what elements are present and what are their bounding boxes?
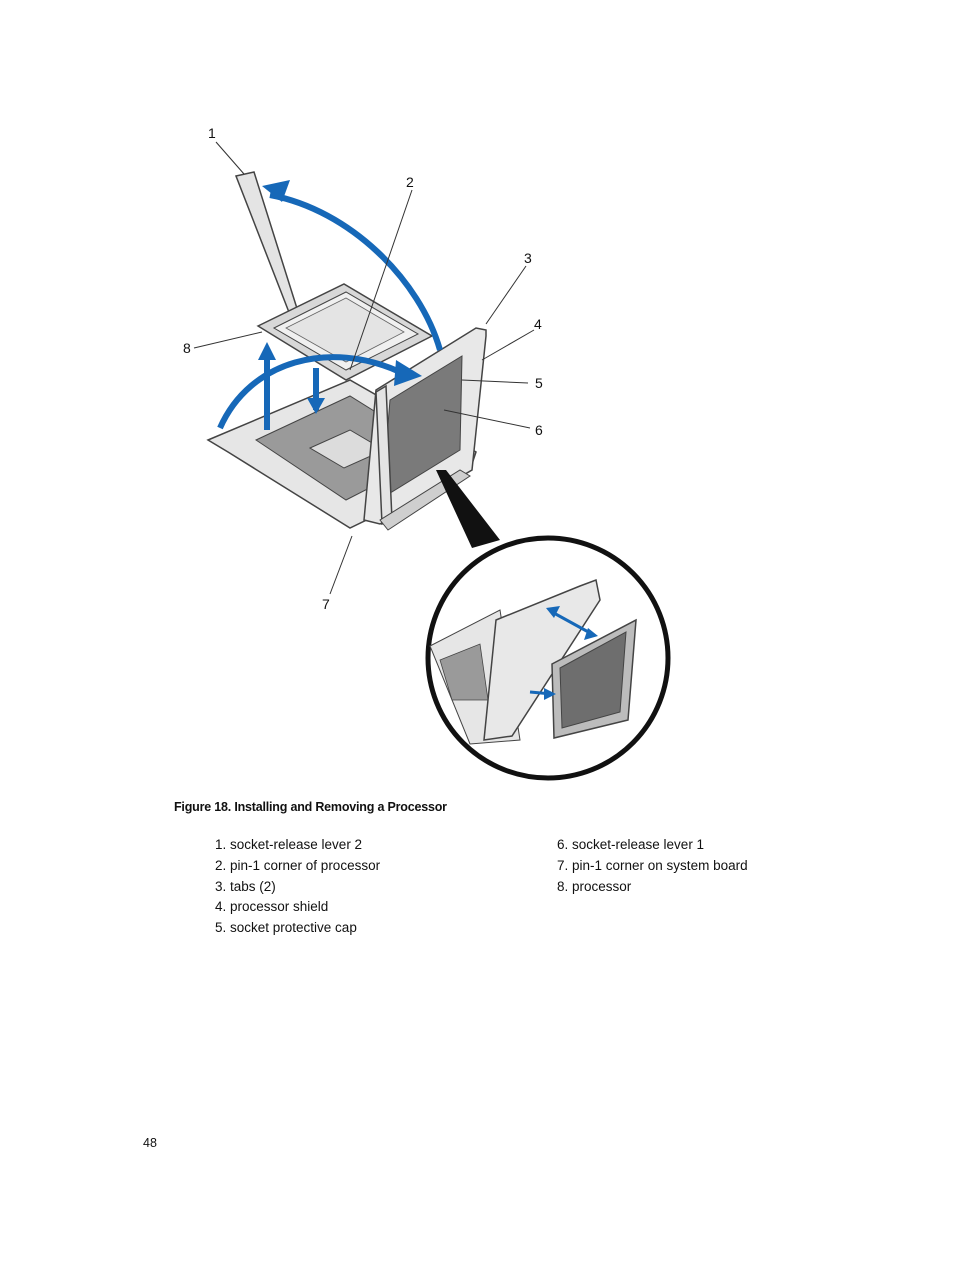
callout-2: 2 — [406, 174, 414, 190]
legend-column-2: 6. socket-release lever 1 7. pin-1 corne… — [557, 835, 748, 897]
callout-7: 7 — [322, 596, 330, 612]
legend-item: 4. processor shield — [215, 899, 329, 915]
legend-item: 2. pin-1 corner of processor — [215, 857, 381, 873]
legend-item: 3. tabs (2) — [215, 878, 276, 894]
legend-item: 8. processor — [557, 878, 632, 894]
processor-chip — [256, 283, 434, 381]
callout-3: 3 — [524, 250, 532, 266]
legend-item: 6. socket-release lever 1 — [557, 837, 705, 852]
page-number: 48 — [143, 1136, 157, 1150]
processor-installation-figure: 1 2 3 4 5 6 7 8 — [183, 125, 671, 781]
processor-socket-illustration — [193, 141, 671, 781]
callout-4: 4 — [534, 316, 542, 332]
callout-5: 5 — [535, 375, 543, 391]
legend-column-1: 1. socket-release lever 2 2. pin-1 corne… — [215, 835, 380, 939]
magnified-detail — [425, 535, 671, 781]
figure-caption: Figure 18. Installing and Removing a Pro… — [174, 800, 447, 814]
legend-item: 1. socket-release lever 2 — [215, 837, 363, 852]
motion-arrows — [217, 192, 443, 430]
callout-8: 8 — [183, 340, 191, 356]
legend-item: 5. socket protective cap — [215, 920, 357, 936]
socket-release-lever-2 — [234, 171, 301, 321]
callout-1: 1 — [208, 125, 216, 141]
callout-6: 6 — [535, 422, 543, 438]
legend-item: 7. pin-1 corner on system board — [557, 857, 748, 873]
